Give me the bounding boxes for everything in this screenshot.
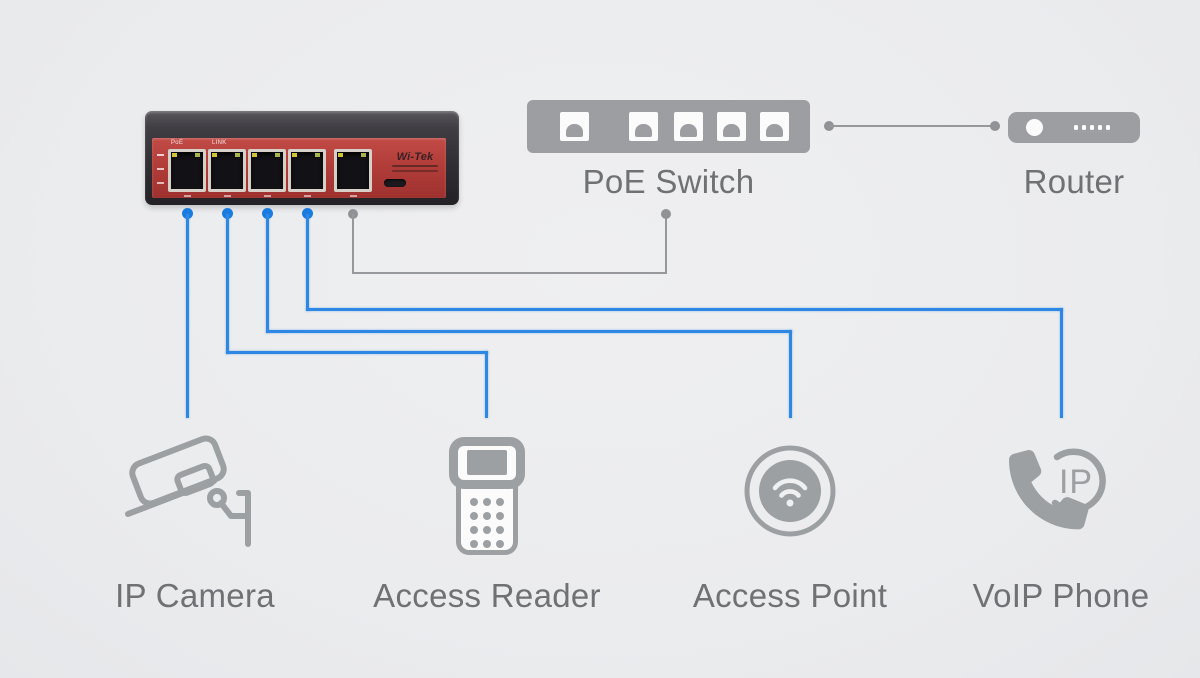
keypad-dot [470, 498, 478, 506]
cable-segment [266, 330, 792, 333]
ip-badge-text: IP [1059, 463, 1093, 501]
cable-segment [226, 351, 488, 354]
phone-handset [1009, 449, 1089, 530]
ip-camera-label: IP Camera [115, 577, 275, 614]
switch-port-1 [168, 149, 206, 197]
poe-switch-icon-port [760, 112, 789, 141]
poe-switch-icon-port [560, 112, 589, 141]
keypad-dot [496, 512, 504, 520]
keypad-dot [483, 512, 491, 520]
access-reader-icon [449, 437, 525, 556]
poe-switch-icon [527, 100, 810, 153]
switch-port-2 [208, 149, 246, 197]
keypad-dot [496, 526, 504, 534]
keypad-dot [470, 526, 478, 534]
cable-segment [306, 308, 1063, 311]
cable-segment [306, 214, 309, 311]
cable-segment [829, 125, 995, 127]
router-icon [1008, 112, 1140, 143]
switch-faceplate: PoE LINK Wi-Tek [152, 138, 446, 198]
access-point-icon [744, 445, 836, 537]
cable-endpoint-dot [222, 208, 233, 219]
wifi-dot [786, 499, 794, 507]
cable-segment [1060, 308, 1063, 418]
cable-segment [665, 214, 667, 274]
poe-switch-icon-port [717, 112, 746, 141]
wi-tek-poe-switch-device: PoE LINK Wi-Tek [145, 111, 459, 205]
keypad-dot [483, 540, 491, 548]
reader-screen [467, 450, 507, 475]
keypad-dot [483, 498, 491, 506]
switch-panel-label-poe: PoE [171, 140, 184, 146]
switch-led-indicators [157, 154, 164, 156]
switch-model-text-line [392, 170, 438, 172]
keypad-dot [496, 498, 504, 506]
poe-switch-label: PoE Switch [582, 163, 755, 200]
switch-uplink-port [334, 149, 372, 197]
switch-model-text-line [392, 165, 438, 167]
router-label: Router [1023, 163, 1125, 200]
wi-tek-logo: Wi-Tek [389, 151, 441, 172]
access-point-label: Access Point [692, 577, 888, 614]
router-icon-light [1026, 119, 1043, 136]
camera-pivot [207, 488, 227, 508]
camera-rail [125, 478, 217, 517]
poe-switch-icon-port [629, 112, 658, 141]
router-icon-ports [1074, 125, 1078, 130]
switch-port-3 [248, 149, 286, 197]
voip-phone-icon: IP [1009, 448, 1106, 530]
cable-endpoint-dot [661, 209, 671, 219]
camera-bracket-arm [218, 500, 251, 519]
access-reader-label: Access Reader [373, 577, 601, 614]
voip-phone-label: VoIP Phone [972, 577, 1150, 614]
cable-segment [266, 214, 269, 333]
poe-switch-icon-port [674, 112, 703, 141]
switch-reset-slot [384, 179, 406, 187]
keypad-dot [470, 540, 478, 548]
reader-body [456, 481, 518, 555]
cable-segment [226, 214, 229, 354]
ip-camera-icon [125, 435, 251, 547]
wi-tek-logo-text: Wi-Tek [396, 151, 434, 163]
keypad-dot [496, 540, 504, 548]
keypad-dot [470, 512, 478, 520]
cable-segment [186, 214, 189, 418]
switch-panel-label-link: LINK [212, 140, 227, 146]
camera-bracket-pole [236, 490, 251, 547]
ap-outer-ring [744, 445, 836, 537]
cable-endpoint-dot [262, 208, 273, 219]
cable-segment [789, 330, 792, 418]
cable-endpoint-dot [302, 208, 313, 219]
switch-port-4 [288, 149, 326, 197]
cable-segment [485, 351, 488, 418]
cable-endpoint-dot [182, 208, 193, 219]
cable-segment [352, 272, 667, 274]
wifi-symbol [772, 478, 808, 498]
keypad-dot [483, 526, 491, 534]
cable-segment [352, 214, 354, 274]
cable-endpoint-dot [990, 121, 1000, 131]
